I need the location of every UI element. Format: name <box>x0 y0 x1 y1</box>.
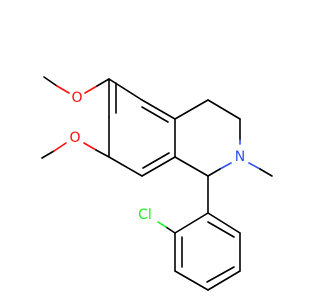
bond-phenyl-6-inner <box>207 221 235 238</box>
oxygen-label-lower: O <box>69 130 80 146</box>
nitrogen-label: N <box>235 149 245 165</box>
bond-oxygen-upper-ring <box>84 85 98 94</box>
bond-methyl-lower <box>41 150 55 159</box>
bond-ring-a-4 <box>141 156 176 177</box>
bond-phenyl-4-inner <box>206 266 235 283</box>
chemical-structure-diagram: O O N <box>41 76 273 291</box>
upper-methoxy-group: O <box>43 76 110 106</box>
bond-ring-upper-methoxy-attach <box>96 78 110 87</box>
bond-methyl-lower-oxygen <box>53 142 67 152</box>
bond-methyl-upper <box>43 76 58 87</box>
oxygen-label-upper: O <box>71 90 82 106</box>
bond-ring-lower-methoxy-attach <box>95 149 110 158</box>
bond-phenyl-cl-end <box>157 221 167 228</box>
bond-n-methyl-start <box>248 162 261 170</box>
bond-phenyl-6 <box>207 212 241 234</box>
bond-phenyl-4 <box>207 270 241 291</box>
bond-ring-a-7 <box>108 78 143 101</box>
chlorine-label: Cl <box>138 207 152 223</box>
lower-methoxy-group: O <box>41 130 110 159</box>
bond-ring-b-2 <box>207 99 241 120</box>
bond-ring-b-5 <box>219 162 232 170</box>
bond-methyl-upper-oxygen <box>56 85 70 94</box>
bond-phenyl-cl-start <box>165 226 176 234</box>
bond-ring-a-6 <box>141 99 176 120</box>
bond-oxygen-lower-ring <box>83 142 97 151</box>
tetrahydro-ring: N <box>174 99 273 177</box>
bond-ring-a-4-inner <box>142 152 170 169</box>
bond-ring-a-3 <box>108 156 143 177</box>
bond-ring-b-1 <box>174 99 209 120</box>
chlorophenyl-group: Cl <box>138 175 241 291</box>
bond-ring-a-6-inner <box>141 106 169 123</box>
bond-n-methyl-end <box>259 168 273 177</box>
bond-phenyl-3 <box>174 270 209 291</box>
bond-ring-b-7 <box>174 156 209 177</box>
benzo-ring <box>108 78 176 177</box>
bond-phenyl-1 <box>174 212 209 234</box>
bond-ring-b-6 <box>207 168 221 177</box>
